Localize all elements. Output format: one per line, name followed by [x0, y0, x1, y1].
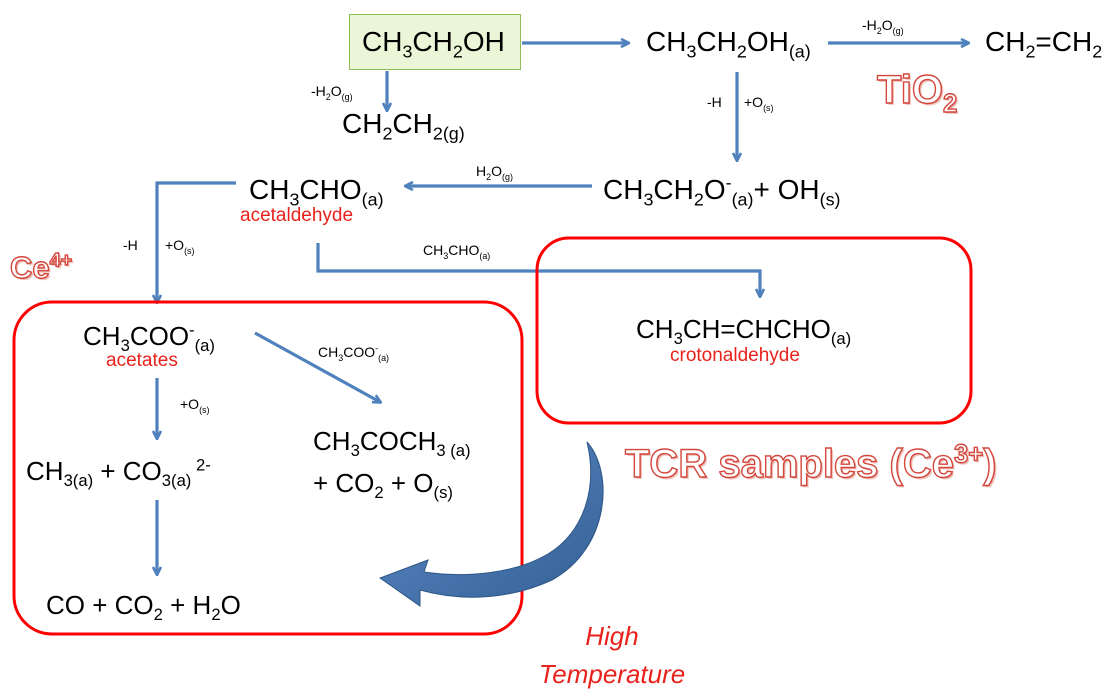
- acetone-line1: CH3COCH3 (a): [313, 426, 471, 461]
- arrow-acetaldehyde-to-crotonaldehyde: [316, 243, 760, 296]
- final-products-label: CO + CO2 + H2O: [46, 590, 241, 625]
- label-acetate: CH3COO-(a): [318, 343, 390, 363]
- ethylene-label: CH2=CH2: [985, 26, 1103, 62]
- ceria-reaction-box: [12, 300, 524, 636]
- acetates-name: acetates: [106, 350, 178, 371]
- crotonaldehyde-box: [535, 236, 973, 425]
- tcr-samples-label: TCR samples (Ce3+): [624, 440, 997, 486]
- acetaldehyde-adsorbed-label: CH3CHO(a): [249, 174, 384, 210]
- curved-arrow: [378, 441, 604, 607]
- label-water-gas: H2O(g): [476, 163, 513, 182]
- label-dehydration-ch2ch2: -H2O(g): [311, 83, 353, 102]
- ethoxy-hydroxyl-label: CH3CH2O-(a)+ OH(s): [603, 172, 841, 210]
- ethanol-label: CH3CH2OH: [362, 26, 505, 62]
- high-temperature-line1: High: [585, 621, 639, 651]
- high-temperature-label: High Temperature: [531, 618, 693, 693]
- high-temperature-line2: Temperature: [538, 658, 686, 689]
- label-minus-h-top: -H: [707, 94, 722, 110]
- acetaldehyde-name: acetaldehyde: [240, 205, 354, 226]
- acetate-label: CH3COO-(a): [83, 320, 215, 356]
- acetone-line2: + CO2 + O(s): [313, 468, 453, 503]
- ce4-label: Ce4+: [9, 249, 73, 285]
- crotonaldehyde-name: crotonaldehyde: [670, 345, 800, 366]
- label-plus-o-acetate: +O(s): [180, 396, 210, 415]
- ethanol-adsorbed-label: CH3CH2OH(a): [646, 26, 811, 62]
- crotonaldehyde-label: CH3CH=CHCHO(a): [636, 314, 852, 349]
- arrow-acetaldehyde-to-acetate: [157, 181, 236, 302]
- label-dehydration-ethylene: -H2O(g): [862, 17, 904, 36]
- ch2ch2-gas-label: CH2CH2(g): [342, 108, 465, 144]
- label-acetaldehyde-gas: CH3CHO(a): [423, 242, 491, 261]
- methyl-carbonate-label: CH3(a) + CO3(a) 2-: [26, 455, 211, 491]
- start-species-box: [349, 14, 521, 70]
- arrow-acetate-to-acetone: [254, 331, 380, 402]
- label-plus-o-left: +O(s): [165, 237, 195, 256]
- tio2-label: TiO2: [876, 68, 958, 118]
- label-plus-o-top: +O(s): [744, 94, 774, 113]
- label-minus-h-left: -H: [123, 237, 138, 253]
